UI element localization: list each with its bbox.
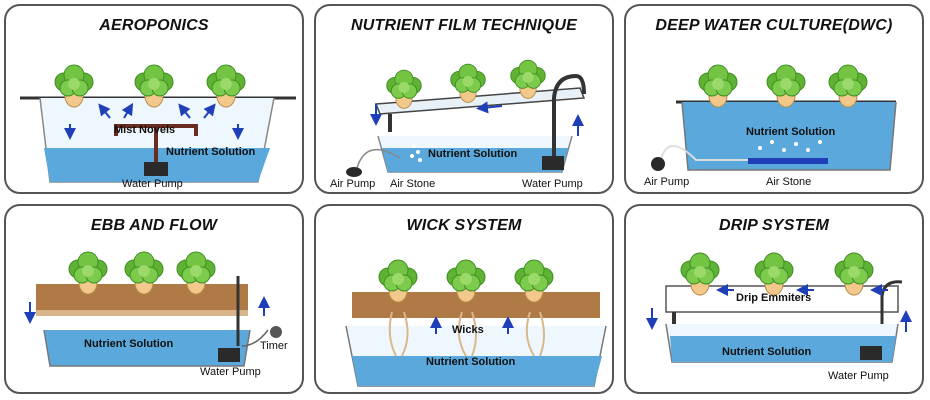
panel-title: EBB AND FLOW bbox=[90, 217, 218, 234]
water-pump-icon bbox=[218, 348, 240, 362]
panel-wick: WICK SYSTEM Wicks Nutrient Solution bbox=[314, 204, 614, 394]
air-pump-icon bbox=[651, 157, 665, 171]
air-stone-label: Air Stone bbox=[766, 176, 812, 188]
panel-title: DRIP SYSTEM bbox=[718, 217, 830, 234]
nutrient-solution-label: Nutrient Solution bbox=[166, 146, 256, 158]
panel-title: WICK SYSTEM bbox=[406, 217, 522, 234]
wick-diagram bbox=[345, 259, 607, 387]
water-pump-label: Water Pump bbox=[122, 178, 183, 190]
dwc-diagram bbox=[651, 64, 897, 171]
nutrient-solution-label: Nutrient Solution bbox=[428, 148, 518, 160]
panel-nft: NUTRIENT FILM TECHNIQUE Nutrient Solutio… bbox=[314, 4, 614, 194]
panel-title: DEEP WATER CULTURE(DWC) bbox=[655, 17, 893, 34]
nutrient-solution-label: Nutrient Solution bbox=[84, 338, 174, 350]
nutrient-solution-label: Nutrient Solution bbox=[746, 126, 836, 138]
air-stone-icon bbox=[748, 158, 828, 164]
panel-title: AEROPONICS bbox=[99, 17, 209, 34]
air-pump-label: Air Pump bbox=[644, 176, 690, 188]
drip-emitters-label: Drip Emmiters bbox=[736, 292, 812, 304]
panel-dwc: DEEP WATER CULTURE(DWC) Nutrient Solutio… bbox=[624, 4, 924, 194]
air-pump-label: Air Pump bbox=[330, 178, 376, 190]
panel-aeroponics: AEROPONICS Mist Novels Nutrient Solution… bbox=[4, 4, 304, 194]
panel-ebb-flow: EBB AND FLOW Nutrient Solution Timer Wat… bbox=[4, 204, 304, 394]
mist-nozzles-label: Mist Novels bbox=[114, 124, 176, 136]
drip-diagram bbox=[646, 252, 912, 363]
nutrient-solution-label: Nutrient Solution bbox=[426, 356, 516, 368]
air-pump-icon bbox=[346, 167, 362, 177]
panel-drip: DRIP SYSTEM Drip Emmiters Nutrient Solut… bbox=[624, 204, 924, 394]
timer-label: Timer bbox=[260, 340, 288, 352]
air-stone-label: Air Stone bbox=[390, 178, 436, 190]
ebb-flow-diagram bbox=[24, 251, 282, 367]
water-pump-label: Water Pump bbox=[828, 370, 889, 382]
timer-icon bbox=[270, 326, 282, 338]
water-pump-icon bbox=[860, 346, 882, 360]
aeroponics-diagram bbox=[20, 64, 296, 183]
water-pump-icon bbox=[542, 156, 564, 170]
nutrient-solution-label: Nutrient Solution bbox=[722, 346, 812, 358]
water-pump-label: Water Pump bbox=[522, 178, 583, 190]
nft-diagram bbox=[346, 59, 586, 177]
panel-title: NUTRIENT FILM TECHNIQUE bbox=[351, 17, 577, 34]
water-pump-label: Water Pump bbox=[200, 366, 261, 378]
wicks-label: Wicks bbox=[452, 324, 484, 336]
water-pump-icon bbox=[144, 162, 168, 176]
